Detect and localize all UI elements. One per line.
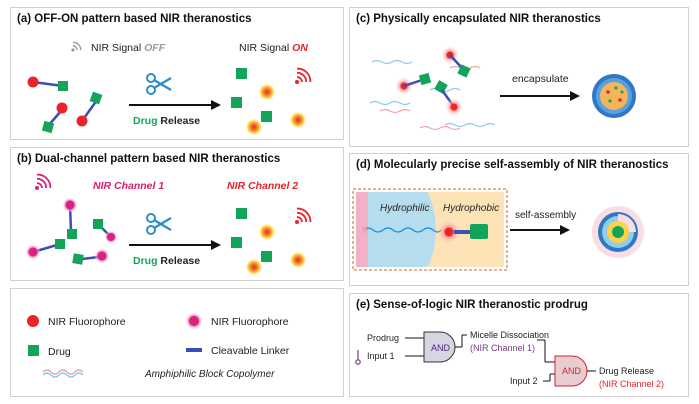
panel-a: (a) OFF-ON pattern based NIR theranostic… [10, 7, 344, 140]
and-gate-1-label: AND [431, 343, 451, 353]
panel-e-title: (e) Sense-of-logic NIR theranostic prodr… [356, 299, 588, 311]
micelle-assembled [592, 206, 644, 258]
self-assembly-arrow [510, 225, 570, 235]
panel-b: (b) Dual-channel pattern based NIR thera… [10, 147, 344, 281]
legend-panel: NIR Fluorophore NIR Fluorophore Drug Cle… [10, 288, 344, 397]
panel-c-graphic: encapsulate [369, 46, 636, 131]
signal-off-label: NIR Signal OFF [91, 42, 166, 54]
input1-label: Input 1 [367, 351, 395, 361]
panel-e-graphic: Prodrug Input 1 AND Micelle Dissociation… [355, 330, 664, 389]
hydrophilic-label: Hydrophilic [380, 203, 429, 214]
conjugate-molecules [26, 198, 117, 265]
panel-b-title: (b) Dual-channel pattern based NIR thera… [17, 153, 281, 165]
chain-end-marker [362, 226, 369, 234]
drug-release-output-label: Drug Release [599, 366, 654, 376]
legend-linker-label: Cleavable Linker [211, 345, 290, 357]
release-arrow [129, 100, 221, 110]
release-arrow [129, 240, 221, 250]
legend-graphic: NIR Fluorophore NIR Fluorophore Drug Cle… [27, 313, 290, 380]
legend-copolymer-label: Amphiphilic Block Copolymer [144, 369, 275, 380]
micelle-dissociation-label: Micelle Dissociation [470, 330, 549, 340]
drug-release-label: Drug Release [133, 115, 200, 127]
legend-fluorophore-pink-label: NIR Fluorophore [211, 316, 289, 328]
legend-drug-label: Drug [48, 346, 71, 358]
input1-pin-icon [355, 350, 361, 365]
hydrophobic-region [428, 192, 504, 267]
legend-drug-swatch [28, 345, 39, 356]
signal-on-label: NIR Signal ON [239, 42, 308, 54]
channel1-icon [35, 173, 52, 190]
fluorophore [444, 227, 454, 237]
conjugate-molecules [27, 76, 103, 134]
self-assembly-label: self-assembly [515, 210, 576, 221]
and-gate-1 [423, 331, 456, 363]
panel-d-title: (d) Molecularly precise self-assembly of… [356, 159, 669, 171]
legend-fluorophore-pink-swatch [189, 316, 199, 326]
channel1-output-label: (NIR Channel 1) [470, 343, 535, 353]
panel-b-graphic: NIR Channel 1 NIR Channel 2 [26, 173, 312, 275]
panel-d-graphic: Hydrophilic Hydrophobic self-assembly [352, 188, 644, 271]
panel-c-title: (c) Physically encapsulated NIR theranos… [356, 13, 601, 25]
signal-off-icon [71, 41, 82, 52]
input2-label: Input 2 [510, 376, 538, 386]
drug-block [470, 224, 488, 239]
hydrophilic-region [368, 192, 436, 267]
micelle-encapsulated [592, 74, 636, 118]
and-gate-2-label: AND [562, 366, 582, 376]
encapsulate-label: encapsulate [512, 73, 569, 85]
signal-on-icon [295, 67, 312, 84]
legend-fluorophore-red-label: NIR Fluorophore [48, 316, 126, 328]
legend-fluorophore-red-swatch [27, 315, 39, 327]
conjugate-molecules [395, 46, 471, 116]
panel-d: (d) Molecularly precise self-assembly of… [349, 153, 689, 286]
legend-linker-swatch [186, 348, 202, 352]
channel1-label: NIR Channel 1 [93, 180, 164, 192]
channel2-icon [295, 207, 312, 224]
linker [454, 230, 470, 234]
channel2-output-label: (NIR Channel 2) [599, 379, 664, 389]
prodrug-label: Prodrug [367, 333, 399, 343]
panel-a-graphic: NIR Signal OFF NIR Signal ON Drug Releas [27, 41, 312, 135]
and-gate-2 [554, 355, 588, 387]
released-products [231, 68, 306, 135]
hydrophobic-label: Hydrophobic [443, 203, 499, 214]
encapsulate-arrow [500, 91, 580, 101]
scissors-icon [146, 73, 172, 95]
drug-release-label: Drug Release [133, 255, 200, 267]
copolymer-chains [369, 59, 496, 131]
molecule-box [352, 188, 508, 271]
panel-e: (e) Sense-of-logic NIR theranostic prodr… [349, 293, 689, 397]
polymer-chain [362, 227, 442, 233]
released-products [231, 208, 306, 275]
legend-copolymer-swatch [42, 369, 84, 378]
scissors-icon [146, 213, 172, 235]
panel-c: (c) Physically encapsulated NIR theranos… [349, 7, 689, 147]
channel2-label: NIR Channel 2 [227, 180, 298, 192]
panel-a-title: (a) OFF-ON pattern based NIR theranostic… [17, 13, 252, 25]
